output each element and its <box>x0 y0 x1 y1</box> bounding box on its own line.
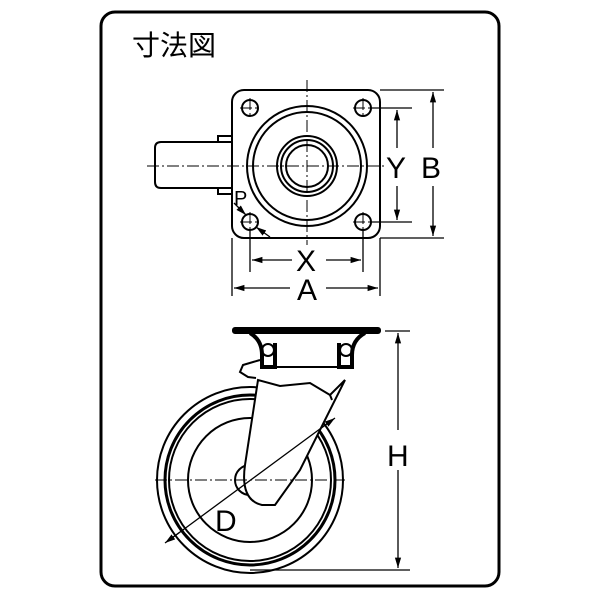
top-view <box>147 80 444 296</box>
dimension-label-a: A <box>297 274 317 307</box>
dimension-label-x: X <box>296 245 316 278</box>
side-view <box>155 327 410 574</box>
dimension-label-h: H <box>387 440 409 473</box>
dimension-label-d: D <box>215 505 237 538</box>
dimension-label-p: P <box>234 188 247 210</box>
dimension-label-y: Y <box>386 152 406 185</box>
frame-border <box>99 10 501 588</box>
swivel-stem <box>154 141 232 189</box>
diagram-title: 寸法図 <box>132 29 216 62</box>
brake-lever <box>238 359 261 379</box>
top-plate <box>231 89 381 239</box>
dimension-label-b: B <box>421 152 441 185</box>
mounting-plate <box>232 327 381 334</box>
